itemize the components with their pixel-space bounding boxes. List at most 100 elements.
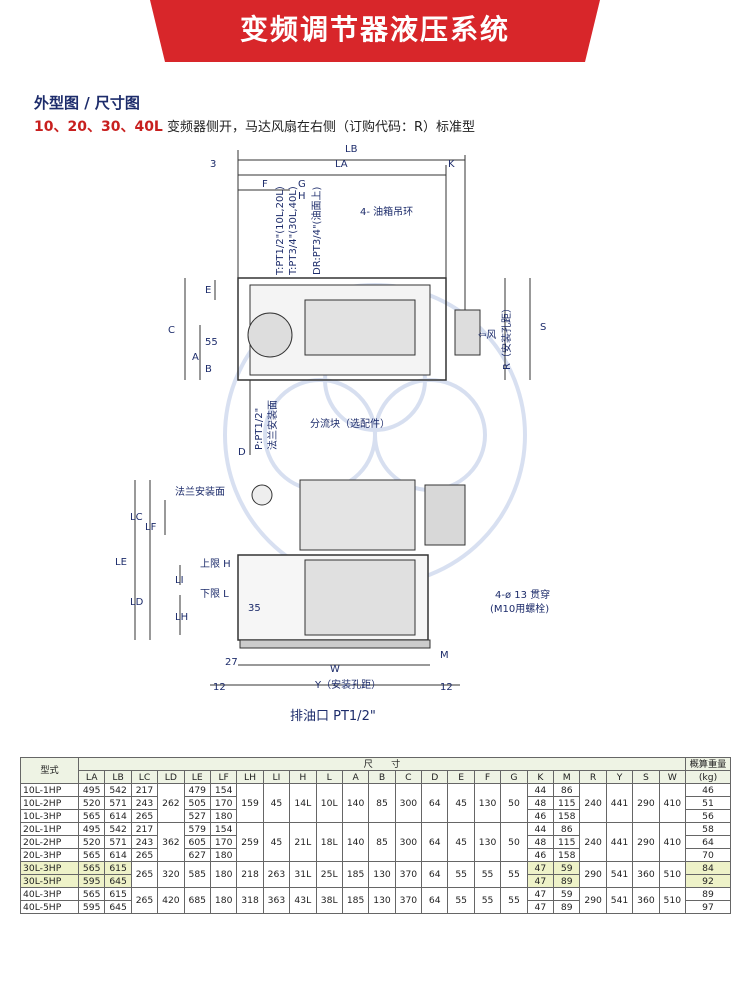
- table-row: 10L-1HP 495 542 217 262 479 154 159 45 1…: [20, 783, 731, 823]
- cell: 565: [77, 861, 106, 875]
- cell: 158: [553, 809, 581, 823]
- cell: 290: [579, 887, 607, 914]
- cell: 180: [209, 861, 238, 888]
- cell: 571: [104, 796, 132, 810]
- dim-k: K: [448, 159, 455, 170]
- cell: 614: [104, 809, 132, 823]
- col-d: D: [421, 770, 449, 784]
- col-l: L: [315, 770, 343, 784]
- port-t-small: T:PT1/2"(10L,20L): [275, 186, 286, 276]
- col-r: R: [579, 770, 607, 784]
- col-e: E: [447, 770, 475, 784]
- dim-55: 55: [205, 337, 218, 348]
- dim-e: E: [205, 285, 211, 296]
- cell: 85: [368, 783, 396, 823]
- label-upper-limit: 上限 H: [200, 558, 231, 570]
- table-row: 40L-5HP 595 645 47 89 97: [20, 900, 731, 914]
- fan-label: ⇦风: [478, 329, 496, 341]
- model-cell: 20L-2HP: [20, 835, 79, 849]
- col-b: B: [368, 770, 396, 784]
- cell: 64: [421, 887, 449, 914]
- col-y: Y: [605, 770, 634, 784]
- cell: 115: [553, 796, 581, 810]
- cell: 50: [500, 783, 528, 823]
- title-banner: 变频调节器液压系统: [0, 0, 750, 66]
- cell: 300: [394, 783, 423, 823]
- cell: 505: [183, 796, 211, 810]
- cell: 86: [553, 783, 581, 797]
- cell: 45: [262, 783, 291, 823]
- cell: 89: [553, 874, 581, 888]
- model-cell: 40L-5HP: [20, 900, 79, 914]
- col-s: S: [632, 770, 660, 784]
- table-row: 30L-3HP 565 615 265 320 585 180 218 263 …: [20, 861, 731, 888]
- cell: 360: [632, 861, 660, 888]
- weight-cell: 97: [685, 900, 731, 914]
- table-row: 20L-1HP 495 542 217 362 579 154 259 45 2…: [20, 822, 731, 862]
- cell: 64: [421, 861, 449, 888]
- cell: 243: [130, 796, 159, 810]
- weight-cell: 64: [685, 835, 731, 849]
- cell: 217: [130, 822, 159, 836]
- cell: 64: [421, 822, 449, 862]
- cell: 10L: [315, 783, 343, 823]
- cell: 55: [447, 887, 475, 914]
- weight-cell: 92: [685, 874, 731, 888]
- col-la: LA: [77, 770, 106, 784]
- cell: 18L: [315, 822, 343, 862]
- model-cell: 40L-3HP: [20, 887, 79, 901]
- cell: 86: [553, 822, 581, 836]
- col-h: H: [289, 770, 317, 784]
- technical-drawing: LB LA K 3 F G H E C A B 55 D S R（安装孔距） ⇦…: [115, 144, 550, 724]
- dim-35: 35: [248, 603, 261, 614]
- cell: 595: [77, 900, 106, 914]
- cell: 44: [526, 783, 555, 797]
- dim-lf: LF: [145, 522, 157, 533]
- cell: 265: [130, 848, 159, 862]
- top-view: [184, 150, 531, 455]
- col-f: F: [473, 770, 502, 784]
- cell: 441: [605, 783, 634, 823]
- page-title: 变频调节器液压系统: [239, 13, 510, 46]
- cell: 240: [579, 822, 607, 862]
- cell: 565: [77, 887, 106, 901]
- col-w: W: [658, 770, 687, 784]
- cell: 627: [183, 848, 211, 862]
- cell: 59: [553, 887, 581, 901]
- cell: 542: [104, 822, 132, 836]
- model-cell: 10L-3HP: [20, 809, 79, 823]
- col-lc: LC: [130, 770, 159, 784]
- cell: 50: [500, 822, 528, 862]
- model-cell: 30L-3HP: [20, 861, 79, 875]
- model-header: 型式: [20, 757, 79, 784]
- cell: 115: [553, 835, 581, 849]
- dim-w: W: [330, 664, 340, 675]
- dim-s: S: [540, 322, 546, 333]
- cell: 45: [447, 783, 475, 823]
- cell: 370: [394, 887, 423, 914]
- cell: 159: [236, 783, 264, 823]
- cell: 44: [526, 822, 555, 836]
- dim-h: H: [298, 191, 306, 202]
- dim-12-right: 12: [440, 682, 453, 693]
- cell: 46: [526, 809, 555, 823]
- table-row: 20L-3HP 565 614 265 627 180 46 158 70: [20, 848, 731, 862]
- dim-le: LE: [115, 557, 127, 568]
- cell: 130: [368, 887, 396, 914]
- weight-header: 概算重量: [685, 757, 731, 771]
- cell: 290: [632, 783, 660, 823]
- subtitle-text: 变频器侧开，马达风扇在右侧（订购代码：R）标准型: [167, 120, 476, 135]
- front-view-dimensions: 法兰安装面 LC LF LE LD LI LH 上限 H 下限 L 35 27 …: [115, 485, 550, 724]
- cell: 130: [473, 822, 502, 862]
- cell: 265: [130, 887, 159, 914]
- cell: 370: [394, 861, 423, 888]
- cell: 615: [104, 887, 132, 901]
- dim-lb: LB: [345, 144, 358, 155]
- cell: 158: [553, 848, 581, 862]
- weight-cell: 46: [685, 783, 731, 797]
- cell: 43L: [289, 887, 317, 914]
- cell: 520: [77, 796, 106, 810]
- cell: 363: [262, 887, 291, 914]
- flange-face-front: 法兰安装面: [175, 485, 225, 498]
- cell: 614: [104, 848, 132, 862]
